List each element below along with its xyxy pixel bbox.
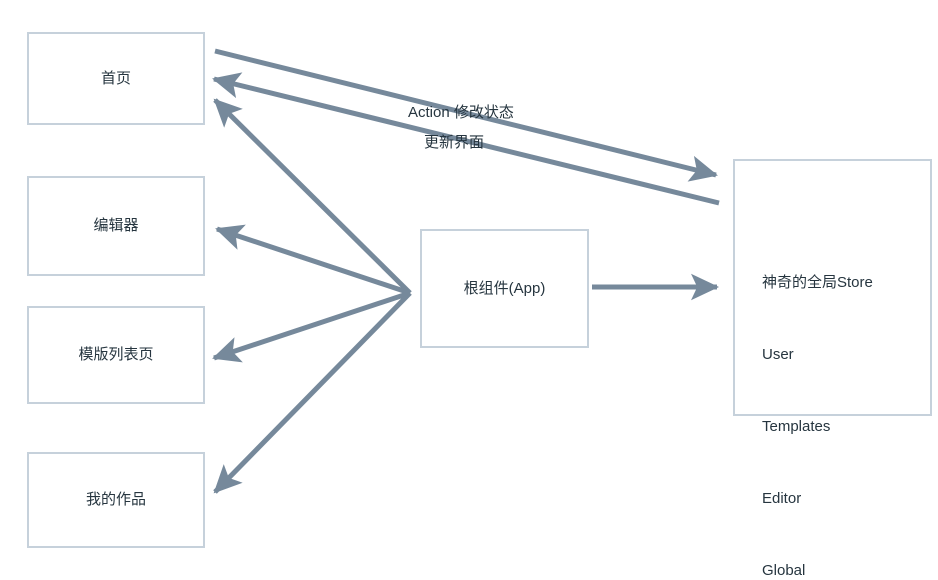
arrow-app-to-editor [215,224,411,296]
store-item-templates: Templates [762,418,831,435]
node-templates[interactable]: 模版列表页 [27,306,205,404]
node-works-label: 我的作品 [85,491,146,509]
node-global-store[interactable]: 神奇的全局Store User Templates Editor Global … [733,159,932,579]
arrow-app-to-works [213,291,412,494]
node-home-label: 首页 [100,69,131,87]
node-home[interactable]: 首页 [27,32,205,125]
store-item-global: Global [762,562,806,579]
store-item-editor: Editor [762,490,802,507]
node-works[interactable]: 我的作品 [27,452,205,548]
edge-label-update: 更新界面 [424,134,485,151]
node-editor-label: 编辑器 [93,217,139,235]
store-title: 神奇的全局Store [762,274,873,291]
arrow-app-to-templates [212,290,411,363]
edge-label-action: Action 修改状态 [408,104,514,121]
node-editor[interactable]: 编辑器 [27,176,205,276]
node-root-component-label: 根组件(App) [463,279,546,297]
node-root-component[interactable]: 根组件(App) [420,229,589,348]
arrow-app-to-home [213,98,412,295]
store-content: 神奇的全局Store User Templates Editor Global … [762,223,873,580]
node-templates-label: 模版列表页 [78,346,154,364]
store-item-user: User [762,346,794,363]
